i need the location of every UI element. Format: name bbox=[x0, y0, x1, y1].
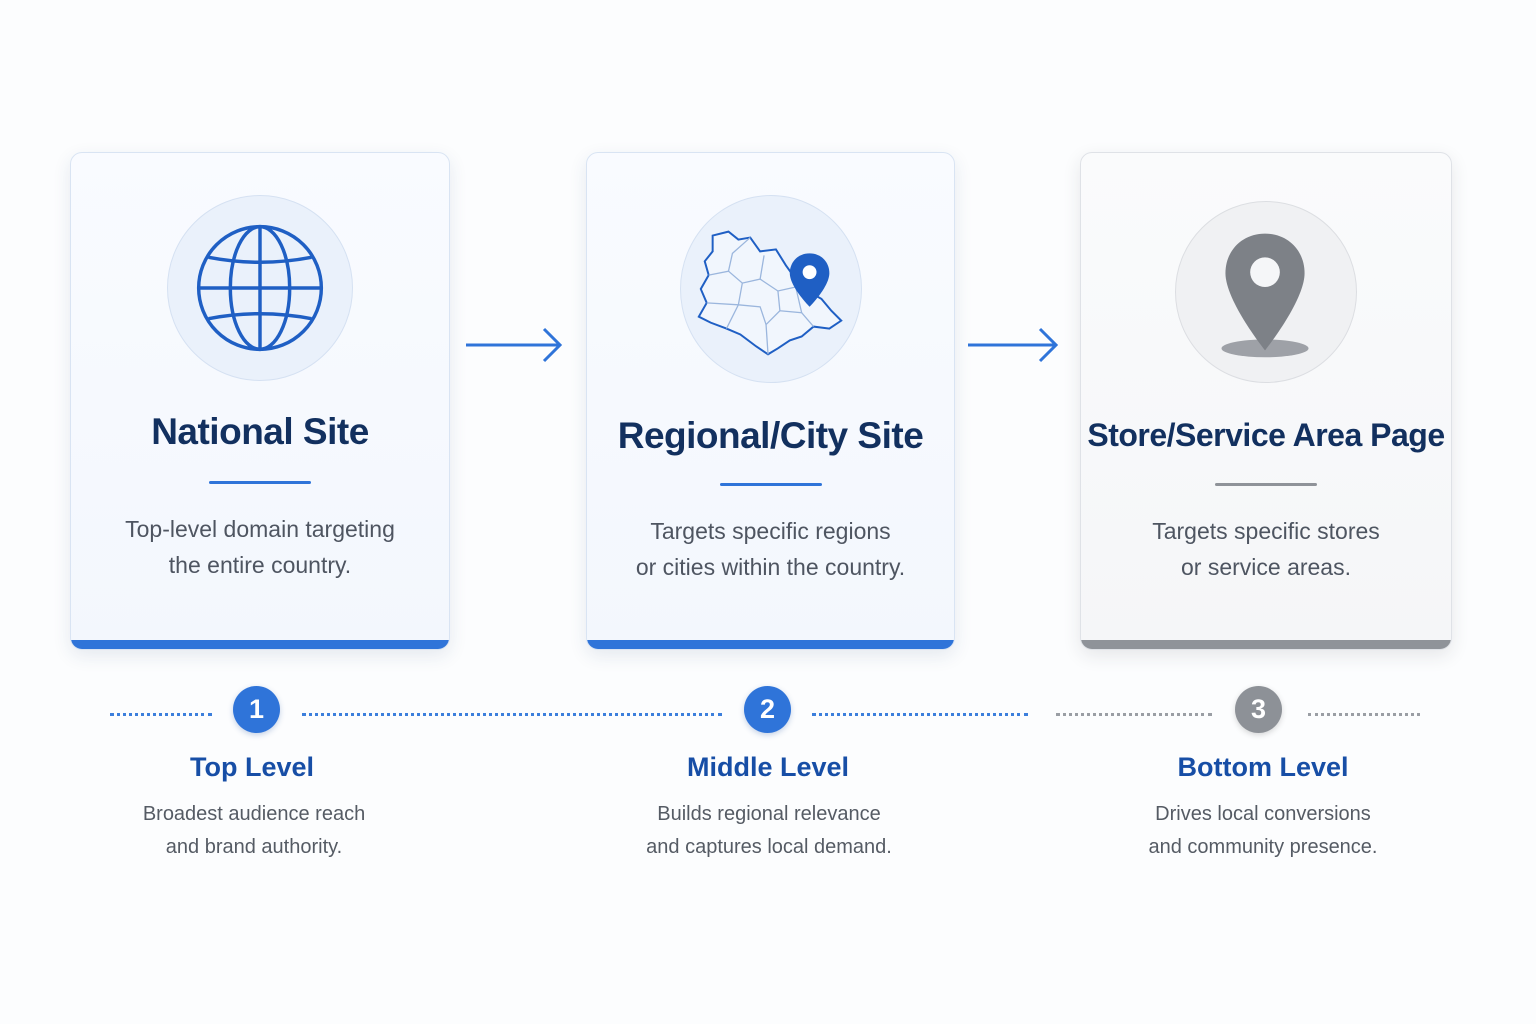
desc-line: Top-level domain targeting bbox=[125, 516, 395, 542]
card-title: National Site bbox=[151, 411, 369, 452]
card-national-site: National Site Top-level domain targeting… bbox=[70, 152, 450, 650]
level-title-bottom: Bottom Level bbox=[1177, 752, 1349, 782]
desc-line: Targets specific stores bbox=[1152, 518, 1380, 544]
desc-line: and captures local demand. bbox=[646, 836, 892, 858]
desc-line: the entire country. bbox=[168, 552, 352, 578]
level-description-bottom: Drives local conversions and community p… bbox=[1083, 798, 1443, 864]
region-map-pin-icon bbox=[696, 230, 843, 356]
step-number-2: 2 bbox=[744, 686, 791, 733]
timeline-dotted-line bbox=[812, 713, 1028, 716]
step-number-1: 1 bbox=[233, 686, 280, 733]
timeline-dotted-line bbox=[1308, 713, 1420, 716]
card-title: Regional/City Site bbox=[617, 415, 924, 456]
timeline-dotted-line bbox=[302, 713, 722, 716]
card-bottom-bar bbox=[71, 640, 449, 649]
title-underline bbox=[1215, 483, 1317, 486]
card-description: Top-level domain targeting the entire co… bbox=[91, 511, 429, 583]
desc-line: Drives local conversions bbox=[1155, 803, 1371, 825]
arrow-right-icon bbox=[968, 327, 1059, 363]
location-icon-circle bbox=[1175, 201, 1357, 383]
timeline-dotted-line bbox=[1056, 713, 1212, 716]
desc-line: and brand authority. bbox=[165, 836, 343, 858]
title-underline bbox=[719, 483, 822, 486]
step-number-3: 3 bbox=[1235, 686, 1282, 733]
level-title-top: Top Level bbox=[189, 752, 315, 782]
desc-line: and community presence. bbox=[1148, 836, 1378, 858]
level-description-middle: Builds regional relevance and captures l… bbox=[589, 798, 949, 864]
region-icon-circle bbox=[679, 195, 862, 383]
desc-line: or service areas. bbox=[1180, 554, 1351, 580]
arrow-right-icon bbox=[466, 327, 563, 363]
title-underline bbox=[209, 481, 311, 484]
location-pin-icon bbox=[1221, 233, 1309, 358]
globe-icon bbox=[196, 224, 324, 352]
globe-icon-circle bbox=[167, 195, 353, 381]
level-description-top: Broadest audience reach and brand author… bbox=[74, 798, 434, 864]
desc-line: Builds regional relevance bbox=[657, 803, 881, 825]
card-title: Store/Service Area Page bbox=[1087, 417, 1445, 453]
card-description: Targets specific stores or service areas… bbox=[1101, 513, 1431, 585]
desc-line: Targets specific regions bbox=[650, 518, 891, 544]
card-bottom-bar bbox=[1081, 640, 1451, 649]
card-description: Targets specific regions or cities withi… bbox=[607, 513, 934, 585]
card-store-service-area-page: Store/Service Area Page Targets specific… bbox=[1080, 152, 1452, 650]
level-title-middle: Middle Level bbox=[686, 752, 850, 782]
card-bottom-bar bbox=[587, 640, 954, 649]
desc-line: Broadest audience reach bbox=[142, 803, 366, 825]
timeline-dotted-line bbox=[110, 713, 212, 716]
card-regional-city-site: Regional/City Site Targets specific regi… bbox=[586, 152, 955, 650]
desc-line: or cities within the country. bbox=[635, 554, 906, 580]
